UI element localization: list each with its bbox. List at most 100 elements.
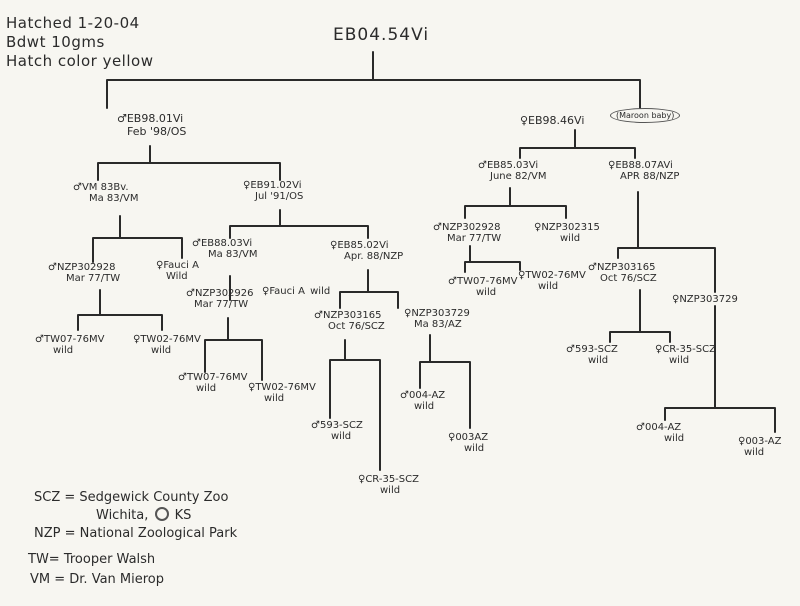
- node-id: ♀TW02-76MV: [518, 270, 586, 281]
- legend-scz-state: KS: [174, 508, 192, 523]
- node-ds-dam: ♀NZP302315 wild: [534, 222, 600, 244]
- legend-nzp: NZP = National Zoological Park: [34, 526, 238, 541]
- node-sds-sire: ♂NZP302926 Mar 77/TW: [186, 288, 254, 310]
- node-id: ♀NZP303729: [404, 308, 470, 319]
- node-dds-sire: ♂593-SCZ wild: [566, 344, 618, 366]
- node-id: ♂TW07-76MV: [35, 334, 105, 345]
- node-id: ♂TW07-76MV: [178, 372, 248, 383]
- node-date: wild: [414, 401, 435, 412]
- node-ddd-sire: ♂004-AZ wild: [636, 422, 684, 444]
- node-date: Ma 83/AZ: [414, 319, 462, 330]
- hatch-date: Hatched 1-20-04: [6, 14, 140, 32]
- connector-dd-dam: [664, 305, 776, 433]
- node-dd-sire: ♂NZP303165 Oct 76/SCZ: [588, 262, 657, 284]
- node-id: ♂NZP303165: [588, 262, 656, 273]
- node-id: ♀NZP302315: [534, 222, 600, 233]
- node-dss-sire: ♂TW07-76MV wild: [448, 276, 518, 298]
- connector-sdd-sire: [329, 339, 381, 471]
- node-date: Wild: [166, 271, 188, 282]
- legend-scz-city: Wichita,: [96, 508, 149, 523]
- node-id: ♀NZP303729: [672, 294, 738, 305]
- node-id: ♂NZP302928: [48, 262, 116, 273]
- node-sdss-sire: ♂TW07-76MV wild: [178, 372, 248, 394]
- node-sire: ♂EB98.01Vi Feb '98/OS: [117, 112, 186, 138]
- node-id: ♀EB88.07AVi: [608, 160, 673, 171]
- node-id: ♂593-SCZ: [311, 420, 363, 431]
- node-id: ♀EB85.02Vi: [330, 240, 389, 251]
- node-id: ♂EB98.01Vi: [117, 112, 184, 125]
- node-id: ♂VM 83Bv.: [73, 182, 129, 193]
- node-date: wild: [664, 433, 685, 444]
- connector-dam-sire: [464, 187, 567, 219]
- node-id: ♂593-SCZ: [566, 344, 618, 355]
- node-id: ♀TW02-76MV: [248, 382, 316, 393]
- node-ss-sire: ♂NZP302928 Mar 77/TW: [48, 262, 120, 284]
- node-date: APR 88/NZP: [620, 171, 680, 182]
- node-date: Mar 77/TW: [194, 299, 249, 310]
- node-sire-sire: ♂VM 83Bv. Ma 83/VM: [73, 182, 139, 204]
- node-date: wild: [464, 443, 485, 454]
- connector-sire-sire: [92, 215, 183, 263]
- node-date: Mar 77/TW: [447, 233, 502, 244]
- node-ddd-dam: ♀003-AZ wild: [738, 436, 782, 458]
- node-id: ♀Fauci A: [156, 260, 199, 271]
- node-sd-sire: ♂EB88.03Vi Ma 83/VM: [192, 238, 258, 260]
- node-id: ♀003AZ: [448, 432, 489, 443]
- connector-dd-sire: [609, 289, 671, 343]
- body-weight: Bdwt 10gms: [6, 33, 105, 51]
- node-date: wild: [310, 286, 331, 297]
- node-id: ♀Fauci A: [262, 286, 305, 297]
- connector-sds-sire: [204, 317, 263, 381]
- node-sds-dam: ♀Fauci A wild: [262, 286, 330, 297]
- node-sdd-sire: ♂NZP303165 Oct 76/SCZ: [314, 310, 385, 332]
- node-date: Apr. 88/NZP: [344, 251, 404, 262]
- connector-dam: [519, 129, 636, 159]
- node-sdds-dam: ♀CR-35-SCZ wild: [358, 474, 419, 496]
- connector-sire-dam: [229, 209, 369, 239]
- node-id: ♂EB85.03Vi: [478, 160, 539, 171]
- header-info: Hatched 1-20-04 Bdwt 10gms Hatch color y…: [6, 14, 153, 71]
- node-date: Mar 77/TW: [66, 273, 121, 284]
- node-date: Jul '91/OS: [255, 191, 304, 202]
- node-date: June 82/VM: [490, 171, 547, 182]
- node-id: ♀003-AZ: [738, 436, 782, 447]
- root-node: EB04.54Vi: [333, 25, 430, 45]
- node-sddd-dam: ♀003AZ wild: [448, 432, 488, 454]
- node-sd-dam: ♀EB85.02Vi Apr. 88/NZP: [330, 240, 403, 262]
- node-sdds-sire: ♂593-SCZ wild: [311, 420, 363, 442]
- hatch-color: Hatch color yellow: [6, 52, 154, 70]
- node-sdd-dam: ♀NZP303729 Ma 83/AZ: [404, 308, 470, 330]
- node-date: wild: [669, 355, 690, 366]
- node-date: wild: [53, 345, 74, 356]
- node-id: ♀EB98.46Vi: [520, 114, 585, 127]
- node-sddd-sire: ♂004-AZ wild: [400, 390, 445, 412]
- node-sdss-dam: ♀TW02-76MV wild: [248, 382, 316, 404]
- node-dds-dam: ♀CR-35-SCZ wild: [655, 344, 716, 366]
- node-date: wild: [588, 355, 609, 366]
- node-dd-dam: ♀NZP303729: [672, 294, 738, 305]
- node-date: Oct 76/SCZ: [600, 273, 657, 284]
- node-date: wild: [560, 233, 581, 244]
- node-date: wild: [538, 281, 559, 292]
- legend-vm: VM = Dr. Van Mierop: [30, 572, 165, 587]
- node-id: ♀TW02-76MV: [133, 334, 201, 345]
- node-date: wild: [196, 383, 217, 394]
- node-id: ♂NZP302928: [433, 222, 501, 233]
- node-dss-dam: ♀TW02-76MV wild: [518, 270, 586, 292]
- node-date: wild: [331, 431, 352, 442]
- node-dam-sire: ♂EB85.03Vi June 82/VM: [478, 160, 547, 182]
- node-date: Ma 83/VM: [89, 193, 139, 204]
- node-sss-dam: ♀TW02-76MV wild: [133, 334, 201, 356]
- connector-root: [106, 51, 641, 109]
- node-id: ♀CR-35-SCZ: [358, 474, 419, 485]
- node-id: ♂004-AZ: [636, 422, 682, 433]
- node-date: wild: [264, 393, 285, 404]
- node-date: Oct 76/SCZ: [328, 321, 385, 332]
- node-ds-sire: ♂NZP302928 Mar 77/TW: [433, 222, 501, 244]
- legend-scz-location: Wichita, KS: [96, 507, 191, 523]
- node-date: Ma 83/VM: [208, 249, 258, 260]
- node-id: ♂004-AZ: [400, 390, 446, 401]
- node-date: wild: [476, 287, 497, 298]
